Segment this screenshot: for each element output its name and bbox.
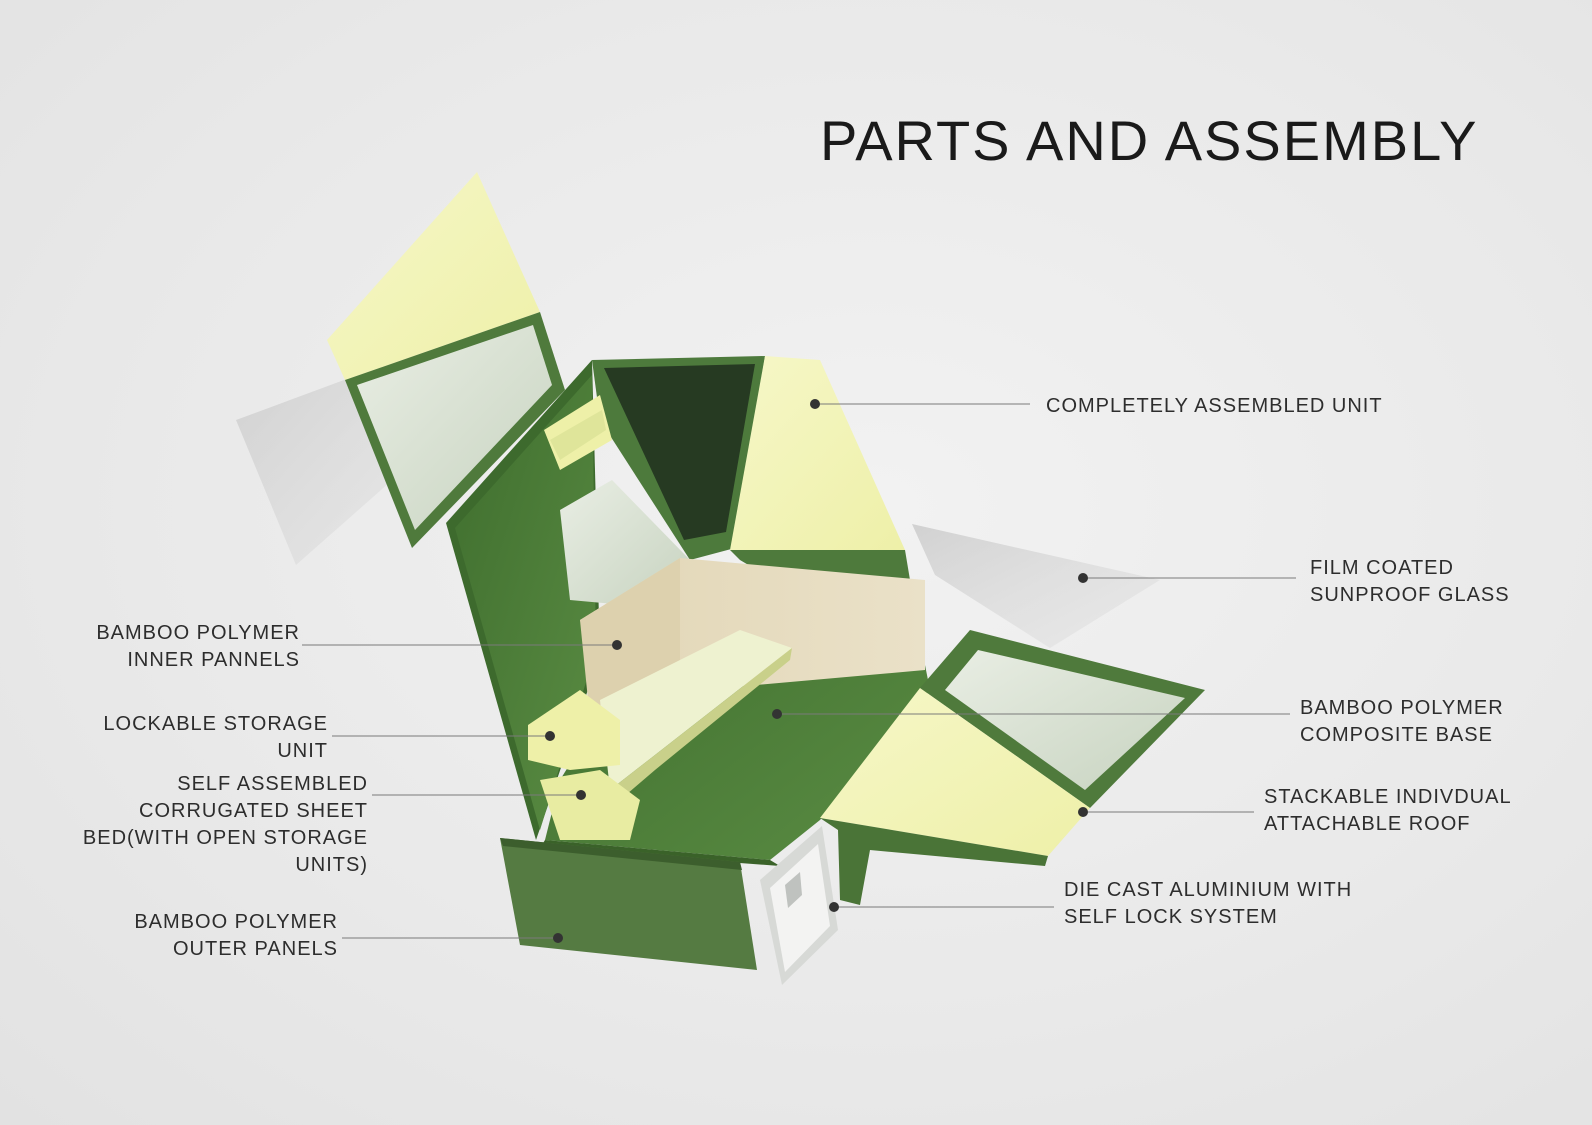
- callout-dot: [1078, 807, 1088, 817]
- label-line: DIE CAST ALUMINIUM WITH: [1064, 879, 1353, 901]
- label-film-glass: FILM COATED SUNPROOF GLASS: [1310, 555, 1510, 609]
- label-completely-assembled: COMPLETELY ASSEMBLED UNIT: [1046, 393, 1383, 420]
- label-line: OUTER PANELS: [173, 938, 338, 960]
- leader-lines: [302, 403, 1296, 939]
- label-storage-unit: LOCKABLE STORAGE UNIT: [103, 711, 328, 765]
- label-line: COMPOSITE BASE: [1300, 724, 1493, 746]
- label-outer-panels: BAMBOO POLYMER OUTER PANELS: [134, 909, 338, 963]
- callout-dot: [545, 731, 555, 741]
- label-line: BAMBOO POLYMER: [1300, 697, 1504, 719]
- unit-body: [446, 356, 930, 866]
- callout-dot: [553, 933, 563, 943]
- top-left-roof-panel: [327, 172, 565, 548]
- label-line: BED(WITH OPEN STORAGE: [82, 827, 368, 849]
- label-line: ATTACHABLE ROOF: [1264, 813, 1471, 835]
- callout-dot: [612, 640, 622, 650]
- label-line: FILM COATED: [1310, 557, 1454, 579]
- callout-dot: [829, 902, 839, 912]
- label-line: SELF ASSEMBLED: [177, 773, 368, 795]
- label-line: CORRUGATED SHEET: [139, 800, 368, 822]
- label-line: UNIT: [277, 740, 328, 762]
- label-inner-panels: BAMBOO POLYMER INNER PANNELS: [96, 620, 300, 674]
- label-line: UNITS): [295, 854, 368, 876]
- aluminium-door: [760, 826, 838, 985]
- callout-dot: [576, 790, 586, 800]
- label-line: SUNPROOF GLASS: [1310, 584, 1510, 606]
- callout-dots: [545, 399, 1088, 943]
- label-line: BAMBOO POLYMER: [96, 622, 300, 644]
- label-line: BAMBOO POLYMER: [134, 911, 338, 933]
- label-line: SELF LOCK SYSTEM: [1064, 906, 1278, 928]
- label-line: INNER PANNELS: [127, 649, 300, 671]
- callout-dot: [1078, 573, 1088, 583]
- label-line: COMPLETELY ASSEMBLED UNIT: [1046, 395, 1383, 417]
- label-sheet-bed: SELF ASSEMBLED CORRUGATED SHEET BED(WITH…: [83, 771, 368, 879]
- page-title: PARTS AND ASSEMBLY: [820, 109, 1479, 172]
- right-roof-panel: [820, 630, 1205, 905]
- label-line: LOCKABLE STORAGE: [103, 713, 328, 735]
- panel-shadow-right: [912, 524, 1160, 648]
- callout-dot: [810, 399, 820, 409]
- label-line: STACKABLE INDIVDUAL: [1264, 786, 1512, 808]
- label-die-cast: DIE CAST ALUMINIUM WITH SELF LOCK SYSTEM: [1064, 877, 1352, 931]
- callout-dot: [772, 709, 782, 719]
- label-stackable-roof: STACKABLE INDIVDUAL ATTACHABLE ROOF: [1264, 784, 1512, 838]
- label-composite-base: BAMBOO POLYMER COMPOSITE BASE: [1300, 695, 1504, 749]
- front-outer-panel: [500, 838, 757, 970]
